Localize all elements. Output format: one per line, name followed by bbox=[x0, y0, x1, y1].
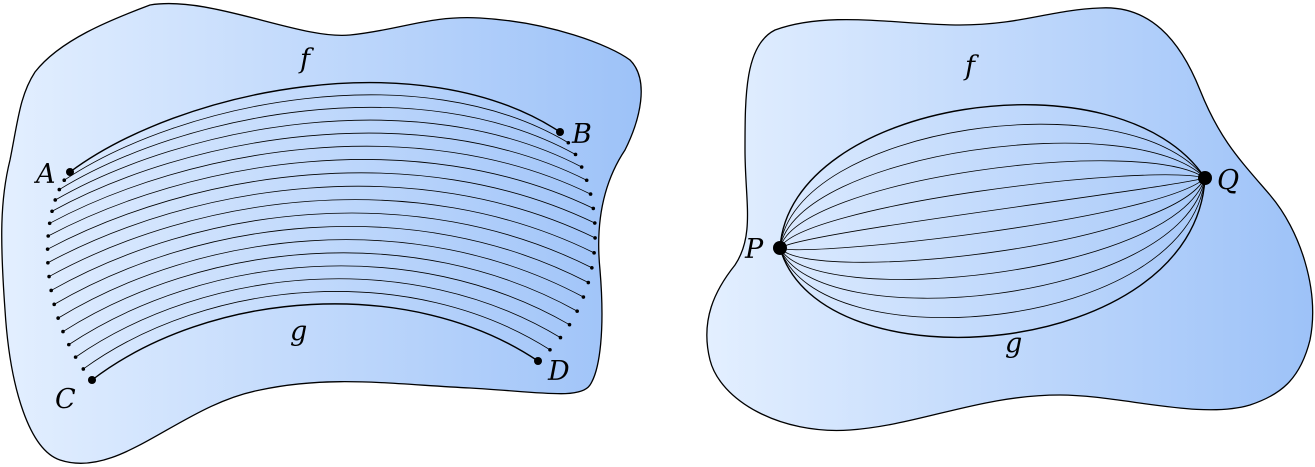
left-curve-g bbox=[91, 303, 539, 381]
left-curve-f bbox=[69, 81, 561, 173]
label-c: C bbox=[55, 384, 76, 415]
left-intermediate-endpoint bbox=[47, 274, 51, 279]
left-intermediate-endpoint bbox=[579, 165, 584, 169]
point-c-dot bbox=[88, 376, 96, 384]
left-intermediate-endpoint bbox=[592, 221, 597, 225]
left-intermediate-endpoint bbox=[581, 295, 586, 299]
left-intermediate-endpoint bbox=[591, 206, 596, 211]
right-intermediate-curve bbox=[779, 177, 1206, 280]
left-intermediate-endpoint bbox=[61, 329, 65, 334]
left-intermediate-curve bbox=[59, 106, 576, 190]
label-q: Q bbox=[1217, 165, 1239, 196]
left-intermediate-curve bbox=[53, 226, 589, 305]
right-region-blob bbox=[706, 7, 1314, 432]
left-intermediate-curve bbox=[48, 199, 595, 277]
left-intermediate-endpoint bbox=[593, 236, 597, 240]
left-intermediate-curve bbox=[47, 185, 596, 264]
right-intermediate-curve bbox=[779, 160, 1206, 249]
label-g-right: g bbox=[1005, 328, 1022, 359]
left-intermediate-endpoint bbox=[592, 251, 596, 255]
left-intermediate-endpoint bbox=[586, 280, 591, 285]
right-intermediate-curve bbox=[779, 177, 1206, 263]
left-intermediate-endpoint bbox=[47, 221, 52, 226]
point-d-dot bbox=[534, 357, 542, 365]
left-region-blob bbox=[1, 3, 642, 464]
point-b-dot bbox=[556, 128, 564, 136]
left-intermediate-endpoint bbox=[590, 265, 594, 270]
left-intermediate-endpoint bbox=[548, 347, 552, 352]
right-curve-f bbox=[779, 104, 1206, 249]
label-b: B bbox=[571, 119, 592, 150]
right-panel: f g P Q bbox=[706, 7, 1314, 432]
left-intermediate-endpoint bbox=[67, 342, 71, 347]
left-intermediate-curve bbox=[62, 252, 578, 332]
left-intermediate-endpoint bbox=[57, 187, 62, 192]
label-d: D bbox=[547, 356, 570, 387]
left-intermediate-curve bbox=[50, 212, 593, 291]
left-intermediate-endpoint bbox=[588, 192, 593, 196]
point-p-dot bbox=[773, 241, 787, 255]
left-intermediate-endpoint bbox=[53, 198, 58, 202]
left-intermediate-endpoint bbox=[558, 335, 563, 340]
left-curve-family bbox=[45, 94, 597, 371]
left-intermediate-endpoint bbox=[56, 316, 60, 320]
left-intermediate-endpoint bbox=[567, 322, 572, 327]
left-intermediate-endpoint bbox=[566, 140, 571, 145]
point-q-dot bbox=[1198, 171, 1212, 185]
left-intermediate-curve bbox=[57, 239, 584, 319]
left-intermediate-endpoint bbox=[81, 367, 86, 371]
label-g-left: g bbox=[290, 316, 307, 347]
right-intermediate-curve bbox=[779, 142, 1206, 249]
label-a: A bbox=[33, 159, 56, 190]
left-intermediate-endpoint bbox=[62, 178, 67, 183]
left-intermediate-endpoint bbox=[49, 288, 53, 293]
left-intermediate-endpoint bbox=[573, 152, 578, 157]
left-panel: f g A B C D bbox=[1, 3, 642, 464]
label-p: P bbox=[744, 234, 764, 265]
left-intermediate-endpoint bbox=[584, 178, 589, 183]
left-intermediate-endpoint bbox=[50, 209, 54, 214]
left-intermediate-endpoint bbox=[46, 234, 50, 238]
right-intermediate-curve bbox=[779, 177, 1206, 249]
right-curve-g bbox=[779, 177, 1206, 338]
left-intermediate-curve bbox=[47, 172, 595, 250]
left-intermediate-endpoint bbox=[575, 309, 579, 313]
left-intermediate-curve bbox=[83, 291, 551, 370]
left-intermediate-curve bbox=[55, 119, 582, 201]
right-intermediate-curve bbox=[779, 174, 1206, 249]
right-intermediate-curve bbox=[779, 177, 1206, 250]
left-intermediate-endpoint bbox=[45, 247, 50, 251]
left-intermediate-curve bbox=[75, 278, 561, 358]
point-a-dot bbox=[66, 168, 74, 176]
left-intermediate-endpoint bbox=[46, 260, 50, 265]
left-intermediate-endpoint bbox=[73, 355, 78, 359]
left-intermediate-curve bbox=[51, 132, 587, 212]
left-intermediate-curve bbox=[48, 159, 594, 237]
left-intermediate-endpoint bbox=[52, 302, 56, 307]
left-intermediate-curve bbox=[49, 145, 591, 224]
left-intermediate-curve bbox=[68, 265, 570, 345]
left-intermediate-curve bbox=[64, 94, 569, 181]
